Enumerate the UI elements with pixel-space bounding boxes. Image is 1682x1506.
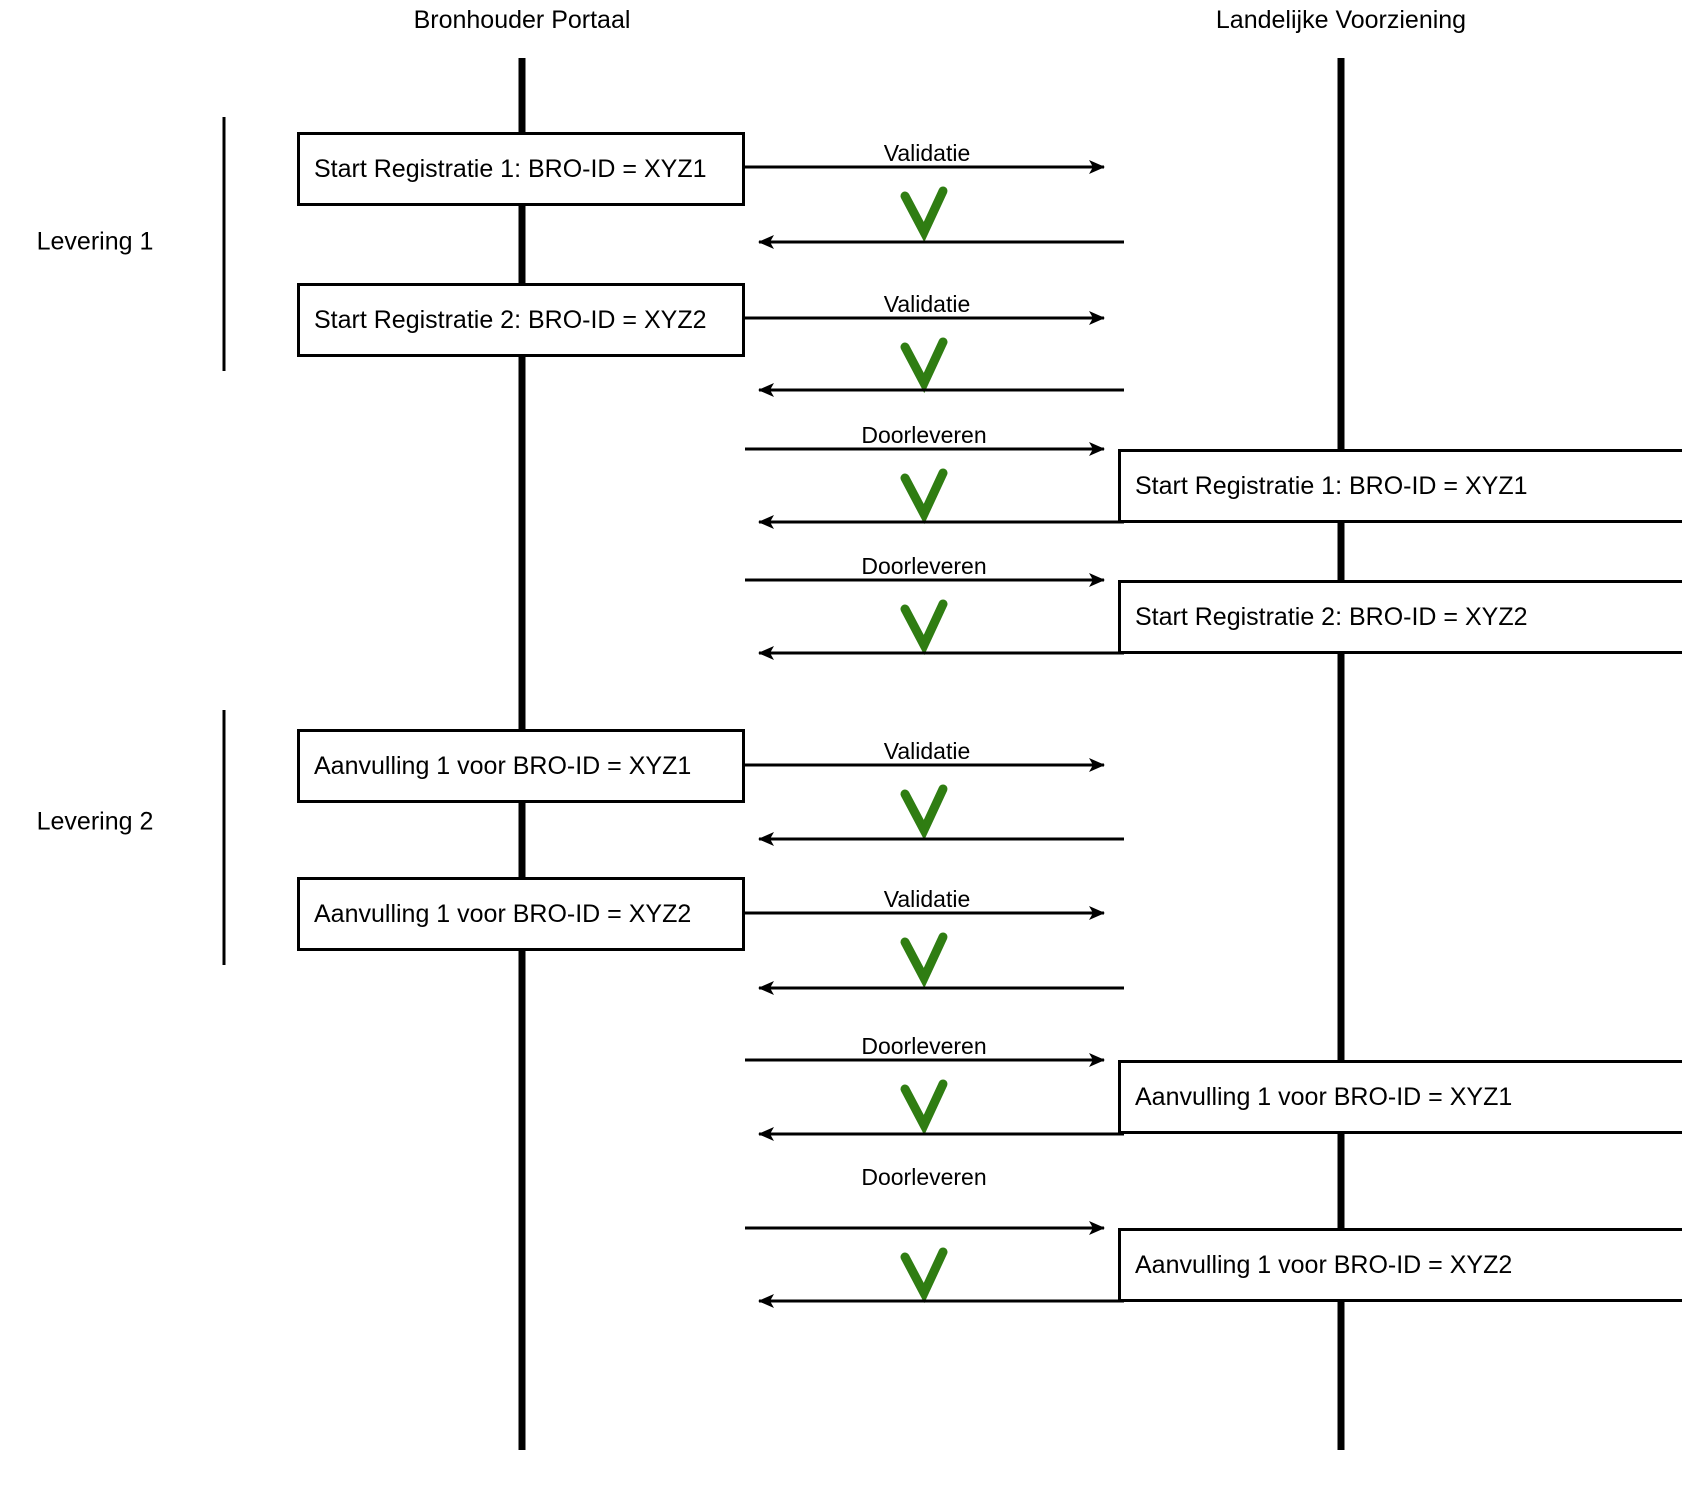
message-box-rbox-4[interactable]: Aanvulling 1 voor BRO-ID = XYZ2: [1118, 1228, 1682, 1302]
message-label-msg-1: Validatie: [883, 140, 971, 166]
checkmark-icon-msg-1: [900, 186, 948, 243]
message-label-msg-5: Doorleveren: [861, 422, 987, 448]
checkmark-icon-msg-13: [900, 1079, 948, 1136]
message-label-msg-15: Doorleveren: [861, 1164, 987, 1190]
message-box-rbox-2[interactable]: Start Registratie 2: BRO-ID = XYZ2: [1118, 580, 1682, 654]
message-box-label: Start Registratie 1: BRO-ID = XYZ1: [314, 154, 707, 183]
message-box-label: Start Registratie 2: BRO-ID = XYZ2: [1135, 602, 1528, 631]
checkmark-icon-msg-5: [900, 468, 948, 525]
message-box-lbox-3[interactable]: Aanvulling 1 voor BRO-ID = XYZ1: [297, 729, 745, 803]
message-box-rbox-1[interactable]: Start Registratie 1: BRO-ID = XYZ1: [1118, 449, 1682, 523]
message-label-msg-11: Validatie: [883, 886, 971, 912]
message-box-label: Aanvulling 1 voor BRO-ID = XYZ1: [314, 751, 692, 780]
message-label-msg-13: Doorleveren: [861, 1033, 987, 1059]
message-box-label: Start Registratie 1: BRO-ID = XYZ1: [1135, 471, 1528, 500]
group-label-levering-2: Levering 2: [36, 807, 154, 836]
message-box-lbox-4[interactable]: Aanvulling 1 voor BRO-ID = XYZ2: [297, 877, 745, 951]
lifeline-header-landelijke: Landelijke Voorziening: [1215, 6, 1467, 34]
message-box-lbox-1[interactable]: Start Registratie 1: BRO-ID = XYZ1: [297, 132, 745, 206]
lifeline-header-bronhouder: Bronhouder Portaal: [413, 6, 631, 34]
message-box-lbox-2[interactable]: Start Registratie 2: BRO-ID = XYZ2: [297, 283, 745, 357]
checkmark-icon-msg-15: [900, 1247, 948, 1304]
message-box-label: Aanvulling 1 voor BRO-ID = XYZ1: [1135, 1082, 1513, 1111]
message-label-msg-9: Validatie: [883, 738, 971, 764]
message-box-label: Aanvulling 1 voor BRO-ID = XYZ2: [314, 899, 692, 928]
checkmark-icon-msg-11: [900, 932, 948, 989]
group-label-levering-1: Levering 1: [36, 227, 154, 256]
message-box-label: Aanvulling 1 voor BRO-ID = XYZ2: [1135, 1250, 1513, 1279]
checkmark-icon-msg-9: [900, 784, 948, 841]
message-label-msg-3: Validatie: [883, 291, 971, 317]
checkmark-icon-msg-7: [900, 599, 948, 656]
checkmark-icon-msg-3: [900, 337, 948, 394]
message-label-msg-7: Doorleveren: [861, 553, 987, 579]
message-box-rbox-3[interactable]: Aanvulling 1 voor BRO-ID = XYZ1: [1118, 1060, 1682, 1134]
message-box-label: Start Registratie 2: BRO-ID = XYZ2: [314, 305, 707, 334]
